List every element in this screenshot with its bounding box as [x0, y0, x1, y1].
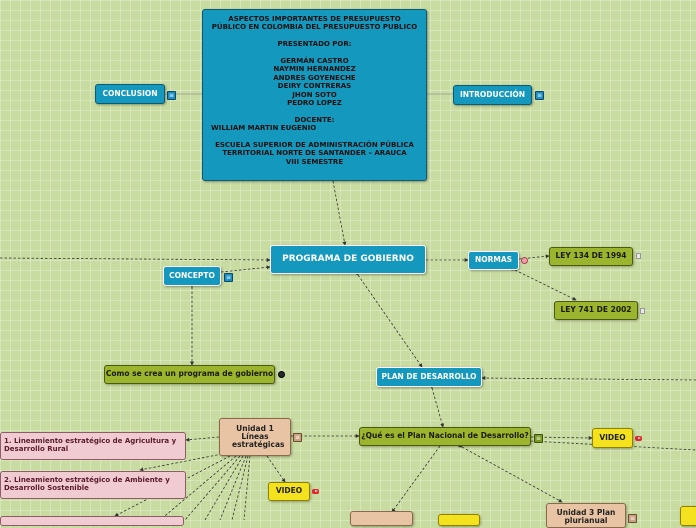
title-line: ASPECTOS IMPORTANTES DE PRESUPUESTO: [228, 15, 401, 23]
lineamiento-label: 1. Lineamiento estratégico de Agricultur…: [4, 437, 177, 453]
title-line: PÚBLICO EN COLOMBIA DEL PRESUPUESTO PUBL…: [211, 23, 418, 32]
attachment-icon[interactable]: [640, 308, 645, 314]
topic-que-es-plan[interactable]: ¿Qué es el Plan Nacional de Desarrollo?: [359, 427, 531, 446]
topic-normas[interactable]: NORMAS: [468, 251, 519, 270]
topic-video-3[interactable]: [438, 514, 480, 526]
title-line: DEIRY CONTRERAS: [277, 82, 352, 91]
topic-video-4[interactable]: [680, 506, 696, 526]
topic-conclusion[interactable]: CONCLUSION: [95, 84, 165, 104]
topic-label: PLAN DE DESARROLLO: [381, 371, 477, 381]
title-line: PEDRO LOPEZ: [287, 99, 342, 108]
note-icon[interactable]: ≡: [535, 91, 544, 100]
lineamiento-label: 2. Lineamiento estratégico de Ambiente y…: [4, 476, 170, 492]
link-icon[interactable]: [278, 371, 285, 378]
title-line: PRESENTADO POR:: [277, 40, 352, 49]
topic-label: INTRODUCCIÓN: [459, 89, 526, 99]
video-play-icon[interactable]: [312, 489, 319, 494]
title-line: ESCUELA SUPERIOR DE ADMINISTRACIÓN PÚBLI…: [215, 141, 414, 150]
topic-ley-134[interactable]: LEY 134 DE 1994: [549, 247, 633, 266]
topic-video-1[interactable]: VIDEO: [592, 428, 633, 448]
central-topic[interactable]: PROGRAMA DE GOBIERNO: [270, 245, 426, 274]
topic-plan-desarrollo[interactable]: PLAN DE DESARROLLO: [376, 367, 482, 387]
topic-label: LEY 741 DE 2002: [560, 305, 632, 315]
title-line: JHON SOTO: [292, 90, 337, 99]
title-line: ANDRES GOYENECHE: [273, 73, 356, 82]
topic-introduccion[interactable]: INTRODUCCIÓN: [453, 85, 532, 105]
topic-label: CONCLUSION: [102, 88, 158, 98]
title-line: NAYMIN HERNANDEZ: [273, 65, 356, 74]
title-line: WILLIAM MARTIN EUGENIO: [211, 124, 317, 133]
title-line: TERRITORIAL NORTE DE SANTANDER – ARAUCA: [222, 149, 407, 158]
topic-unidad-1[interactable]: Unidad 1 Líneas estratégicas: [219, 418, 291, 456]
lineamiento-3[interactable]: [0, 516, 184, 526]
topic-label: ¿Qué es el Plan Nacional de Desarrollo?: [361, 431, 529, 441]
title-line: VIII SEMESTRE: [285, 157, 344, 166]
note-icon[interactable]: ≡: [224, 273, 233, 282]
topic-label: VIDEO: [599, 432, 626, 442]
title-info-box[interactable]: ASPECTOS IMPORTANTES DE PRESUPUESTO PÚBL…: [202, 9, 427, 181]
topic-label: Como se crea un programa de gobierno: [105, 369, 274, 379]
lineamiento-2[interactable]: 2. Lineamiento estratégico de Ambiente y…: [0, 471, 186, 499]
topic-unidad-3[interactable]: Unidad 3 Plan plurianual: [546, 503, 626, 528]
topic-label: LEY 134 DE 1994: [555, 251, 627, 261]
note-icon[interactable]: ≡: [293, 433, 302, 442]
topic-ley-741[interactable]: LEY 741 DE 2002: [554, 301, 638, 320]
note-icon[interactable]: ≡: [628, 514, 637, 523]
collapse-icon[interactable]: [521, 257, 528, 264]
note-icon[interactable]: ≡: [167, 91, 176, 100]
note-icon[interactable]: ≡: [534, 434, 543, 443]
attachment-icon[interactable]: [636, 253, 641, 259]
topic-video-2[interactable]: VIDEO: [268, 482, 310, 501]
topic-label: NORMAS: [474, 255, 513, 265]
topic-label: VIDEO: [275, 486, 303, 496]
title-line: GERMÁN CASTRO: [280, 57, 349, 65]
topic-label: Unidad 1 Líneas estratégicas: [232, 423, 285, 450]
lineamiento-1[interactable]: 1. Lineamiento estratégico de Agricultur…: [0, 432, 186, 460]
central-topic-label: PROGRAMA DE GOBIERNO: [282, 253, 414, 264]
title-line: DOCENTE:: [294, 115, 335, 124]
video-play-icon[interactable]: [635, 436, 642, 441]
topic-label: CONCEPTO: [169, 270, 215, 280]
topic-unidad-2[interactable]: [350, 511, 413, 526]
topic-como-se-crea[interactable]: Como se crea un programa de gobierno: [104, 365, 275, 384]
topic-concepto[interactable]: CONCEPTO: [163, 266, 221, 286]
topic-label: Unidad 3 Plan plurianual: [556, 508, 616, 526]
